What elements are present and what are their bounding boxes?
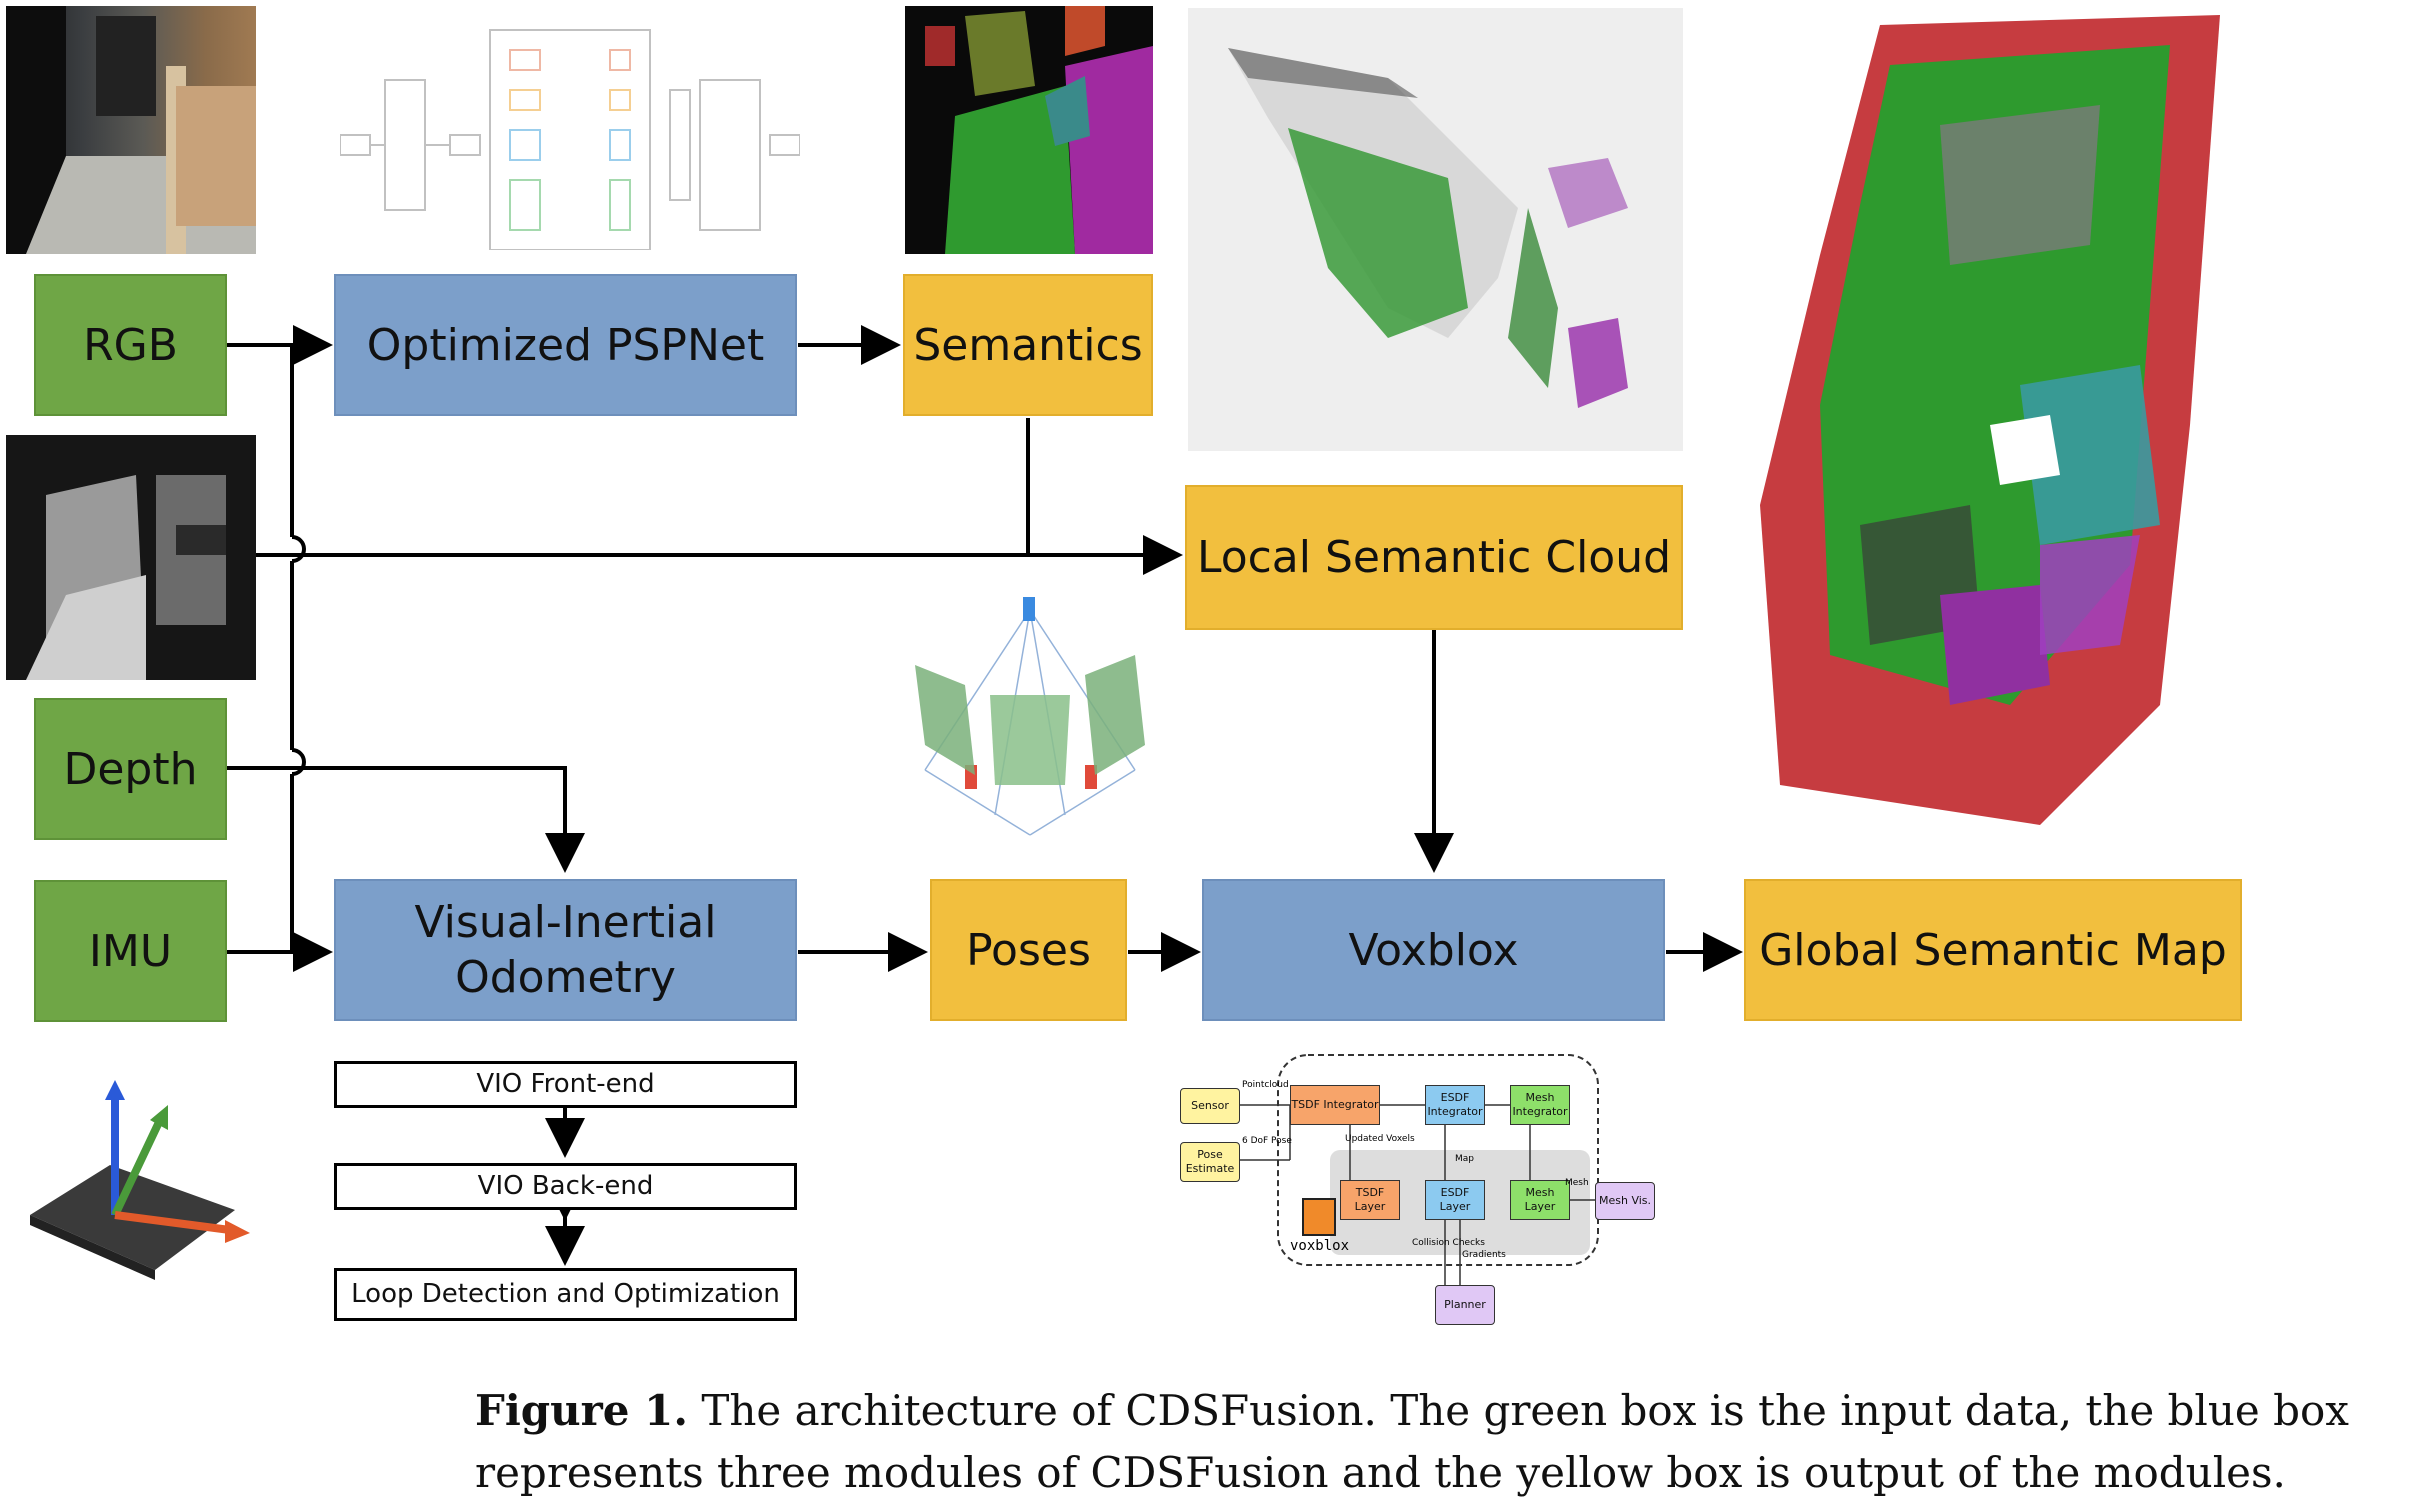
global-map-label: Global Semantic Map <box>1759 924 2227 976</box>
voxblox-esdf-layer-label: ESDF Layer <box>1439 1186 1471 1213</box>
voxblox-module-box: Voxblox <box>1202 879 1665 1021</box>
local-cloud-image <box>1188 8 1683 451</box>
semantics-label: Semantics <box>913 319 1143 371</box>
imu-input-box: IMU <box>34 880 227 1022</box>
poses-image <box>905 595 1155 840</box>
voxblox-pose-node: Pose Estimate <box>1180 1142 1240 1182</box>
vio-module-box: Visual-Inertial Odometry <box>334 879 797 1021</box>
imu-chip-image <box>20 1075 260 1285</box>
pspnet-architecture-drawing <box>340 29 800 250</box>
voxblox-collision-label: Collision Checks <box>1412 1238 1485 1248</box>
pspnet-architecture-image <box>340 20 800 250</box>
depth-input-box: Depth <box>34 698 227 840</box>
semantics-output-box: Semantics <box>903 274 1153 416</box>
global-map-drawing <box>1760 15 2220 825</box>
rgb-image <box>6 6 256 254</box>
voxblox-label: Voxblox <box>1348 924 1519 976</box>
loop-detection-label: Loop Detection and Optimization <box>351 1279 780 1310</box>
voxblox-sensor-node: Sensor <box>1180 1088 1240 1124</box>
poses-output-box: Poses <box>930 879 1127 1021</box>
voxblox-esdf-integrator-label: ESDF Integrator <box>1427 1091 1483 1118</box>
voxblox-mesh-label: Mesh <box>1565 1178 1589 1188</box>
local-cloud-drawing <box>1228 48 1628 408</box>
vio-label-line1: Visual-Inertial <box>414 897 717 948</box>
global-map-output-box: Global Semantic Map <box>1744 879 2242 1021</box>
voxblox-sensor-label: Sensor <box>1191 1099 1229 1113</box>
voxblox-mesh-integrator-label: Mesh Integrator <box>1512 1091 1568 1118</box>
semantics-image <box>905 6 1153 254</box>
depth-image <box>6 435 256 680</box>
vio-backend-label: VIO Back-end <box>477 1171 654 1202</box>
poses-drawing <box>915 597 1145 836</box>
loop-detection-box: Loop Detection and Optimization <box>334 1268 797 1321</box>
arrow-depth-vio <box>227 766 585 873</box>
voxblox-mesh-layer-label: Mesh Layer <box>1524 1186 1556 1213</box>
local-cloud-label: Local Semantic Cloud <box>1196 532 1672 583</box>
imu-label: IMU <box>88 925 173 977</box>
voxblox-map-label: Map <box>1455 1154 1474 1164</box>
depth-scene-drawing <box>6 435 256 680</box>
vio-backend-box: VIO Back-end <box>334 1163 797 1210</box>
vio-frontend-label: VIO Front-end <box>476 1069 655 1100</box>
semantics-drawing <box>925 6 1153 254</box>
pspnet-label: Optimized PSPNet <box>366 319 765 371</box>
bus-hop-1 <box>291 535 306 563</box>
voxblox-logo: voxblox <box>1290 1238 1350 1254</box>
voxblox-mesh-vis-node: Mesh Vis. <box>1595 1182 1655 1220</box>
caption-label: Figure 1. <box>475 1386 688 1435</box>
voxblox-system-diagram: Sensor Pose Estimate TSDF Integrator ESD… <box>1180 1050 1700 1335</box>
vio-label-line2: Odometry <box>455 952 676 1003</box>
global-map-image <box>1740 5 2238 875</box>
voxblox-pose-label: Pose Estimate <box>1185 1148 1235 1175</box>
voxblox-gradients-label: Gradients <box>1462 1250 1506 1260</box>
voxblox-mesh-integrator-node: Mesh Integrator <box>1510 1085 1570 1125</box>
rgb-label: RGB <box>83 319 178 371</box>
voxblox-6dof-label: 6 DoF Pose <box>1242 1136 1292 1146</box>
imu-chip-drawing <box>30 1080 250 1280</box>
rgb-input-box: RGB <box>34 274 227 416</box>
voxblox-fox-icon <box>1302 1198 1336 1236</box>
voxblox-tsdf-integrator-label: TSDF Integrator <box>1291 1098 1379 1112</box>
voxblox-pointcloud-label: Pointcloud <box>1242 1080 1289 1090</box>
bus-hop-2 <box>291 748 306 776</box>
rgb-scene-drawing <box>6 6 256 254</box>
figure-caption: Figure 1. The architecture of CDSFusion.… <box>475 1380 2415 1504</box>
voxblox-mesh-layer-node: Mesh Layer <box>1510 1180 1570 1220</box>
voxblox-esdf-integrator-node: ESDF Integrator <box>1425 1085 1485 1125</box>
pspnet-module-box: Optimized PSPNet <box>334 274 797 416</box>
local-cloud-output-box: Local Semantic Cloud <box>1185 485 1683 630</box>
voxblox-esdf-layer-node: ESDF Layer <box>1425 1180 1485 1220</box>
voxblox-tsdf-integrator-node: TSDF Integrator <box>1290 1085 1380 1125</box>
voxblox-planner-label: Planner <box>1444 1298 1486 1312</box>
voxblox-tsdf-layer-node: TSDF Layer <box>1340 1180 1400 1220</box>
poses-label: Poses <box>966 924 1091 976</box>
voxblox-tsdf-layer-label: TSDF Layer <box>1354 1186 1386 1213</box>
vio-frontend-box: VIO Front-end <box>334 1061 797 1108</box>
voxblox-planner-node: Planner <box>1435 1285 1495 1325</box>
voxblox-updated-voxels-label: Updated Voxels <box>1345 1134 1415 1144</box>
caption-text: The architecture of CDSFusion. The green… <box>475 1386 2349 1497</box>
voxblox-mesh-vis-label: Mesh Vis. <box>1598 1194 1652 1208</box>
depth-label: Depth <box>63 743 198 795</box>
